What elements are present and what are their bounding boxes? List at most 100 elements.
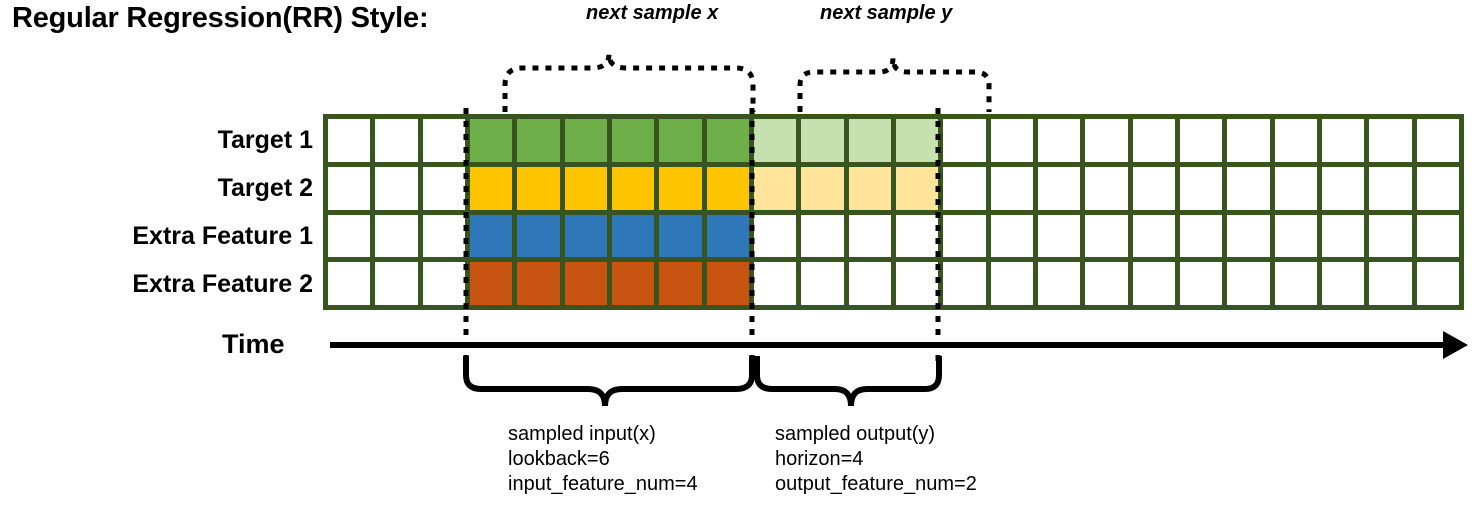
grid-cell-empty bbox=[1085, 214, 1128, 258]
grid-cell-output bbox=[896, 166, 939, 210]
grid-cell-empty bbox=[1322, 119, 1365, 162]
grid-cell-empty bbox=[943, 166, 986, 210]
grid-cell-empty bbox=[422, 166, 465, 210]
grid-cell-input bbox=[659, 166, 702, 210]
grid-cell-input bbox=[706, 119, 749, 162]
grid-cell-empty bbox=[1227, 166, 1270, 210]
grid-cell-empty bbox=[1132, 214, 1175, 258]
grid-cell-empty bbox=[1274, 262, 1317, 305]
time-axis-label: Time bbox=[222, 329, 285, 359]
grid-cell-output bbox=[848, 166, 891, 210]
grid-cell-empty bbox=[1038, 166, 1081, 210]
annotation-sampled-input: sampled input(x) lookback=6 input_featur… bbox=[508, 422, 698, 497]
grid-cell-empty bbox=[848, 214, 891, 258]
row-label-extra-feature-2: Extra Feature 2 bbox=[132, 270, 313, 298]
sampled-input-line-1: sampled input(x) bbox=[508, 423, 656, 445]
annotation-next-sample-x: next sample x bbox=[586, 2, 719, 24]
grid-cell-empty bbox=[943, 214, 986, 258]
grid-cell-empty bbox=[1322, 262, 1365, 305]
grid-cell-empty bbox=[1085, 166, 1128, 210]
grid-cell-empty bbox=[1227, 262, 1270, 305]
row-label-target-2: Target 2 bbox=[217, 174, 313, 202]
grid-cell-empty bbox=[754, 214, 797, 258]
grid-cell-empty bbox=[1227, 119, 1270, 162]
grid-cell-empty bbox=[375, 262, 418, 305]
grid-cell-input bbox=[564, 119, 607, 162]
grid-cell-empty bbox=[1416, 166, 1459, 210]
grid-cell-empty bbox=[1038, 214, 1081, 258]
grid-cell-output bbox=[754, 166, 797, 210]
grid-cell-empty bbox=[422, 214, 465, 258]
grid-cell-input bbox=[470, 262, 513, 305]
grid-cell-input bbox=[612, 166, 655, 210]
grid-cell-input bbox=[612, 119, 655, 162]
grid-cell-empty bbox=[754, 262, 797, 305]
grid-cell-empty bbox=[1416, 214, 1459, 258]
grid-cell-empty bbox=[375, 119, 418, 162]
grid-cell-input bbox=[517, 214, 560, 258]
grid-cell-input bbox=[517, 166, 560, 210]
grid-cell-empty bbox=[896, 262, 939, 305]
grid-cell-empty bbox=[328, 166, 371, 210]
grid-cell-empty bbox=[1274, 214, 1317, 258]
grid-cell-input bbox=[612, 262, 655, 305]
grid-cell-empty bbox=[1180, 119, 1223, 162]
grid-cell-empty bbox=[1274, 166, 1317, 210]
grid-cell-empty bbox=[990, 119, 1033, 162]
grid-cell-input bbox=[659, 214, 702, 258]
grid-cell-empty bbox=[1180, 166, 1223, 210]
sampled-input-line-2: lookback=6 bbox=[508, 448, 610, 470]
grid-cell-empty bbox=[801, 214, 844, 258]
brace-bottom-sampled-input bbox=[463, 356, 755, 407]
grid-cell-input bbox=[706, 214, 749, 258]
timeseries-grid bbox=[323, 114, 1464, 310]
grid-cell-empty bbox=[896, 214, 939, 258]
grid-cell-empty bbox=[1369, 262, 1412, 305]
grid-cell-empty bbox=[1038, 262, 1081, 305]
sampled-output-line-2: horizon=4 bbox=[775, 448, 864, 470]
grid-cell-empty bbox=[1322, 214, 1365, 258]
grid-cell-empty bbox=[848, 262, 891, 305]
grid-cell-input bbox=[517, 119, 560, 162]
grid-cell-empty bbox=[943, 119, 986, 162]
grid-cell-empty bbox=[1085, 262, 1128, 305]
grid-cell-empty bbox=[990, 214, 1033, 258]
grid-cell-output bbox=[896, 119, 939, 162]
grid-cell-input bbox=[564, 214, 607, 258]
sampled-output-line-1: sampled output(y) bbox=[775, 423, 936, 445]
grid-cell-empty bbox=[1369, 166, 1412, 210]
annotation-next-sample-y: next sample y bbox=[820, 2, 953, 24]
grid-cell-input bbox=[706, 262, 749, 305]
grid-cell-input bbox=[564, 262, 607, 305]
sampled-input-line-3: input_feature_num=4 bbox=[508, 473, 698, 495]
grid-cell-empty bbox=[1322, 166, 1365, 210]
grid-cell-input bbox=[517, 262, 560, 305]
grid-cell-empty bbox=[801, 262, 844, 305]
grid-cell-empty bbox=[1180, 262, 1223, 305]
time-arrow-icon bbox=[330, 331, 1468, 359]
grid-cell-empty bbox=[943, 262, 986, 305]
grid-cell-empty bbox=[1132, 119, 1175, 162]
grid-cell-input bbox=[470, 166, 513, 210]
row-label-target-1: Target 1 bbox=[217, 126, 313, 154]
grid-cell-input bbox=[659, 119, 702, 162]
grid-cell-empty bbox=[1038, 119, 1081, 162]
grid-cell-empty bbox=[1132, 166, 1175, 210]
grid-cell-input bbox=[564, 166, 607, 210]
sampled-output-line-3: output_feature_num=2 bbox=[775, 473, 977, 495]
grid-cell-output bbox=[848, 119, 891, 162]
grid-cell-empty bbox=[1274, 119, 1317, 162]
grid-cell-empty bbox=[1416, 119, 1459, 162]
grid-cell-empty bbox=[990, 262, 1033, 305]
grid-cell-input bbox=[470, 119, 513, 162]
grid-cell-empty bbox=[422, 262, 465, 305]
grid-cell-input bbox=[470, 214, 513, 258]
grid-cell-empty bbox=[1132, 262, 1175, 305]
grid-cell-input bbox=[612, 214, 655, 258]
row-label-extra-feature-1: Extra Feature 1 bbox=[132, 222, 313, 250]
grid-cell-empty bbox=[1369, 119, 1412, 162]
brace-bottom-sampled-output bbox=[754, 356, 942, 407]
grid-cell-empty bbox=[328, 214, 371, 258]
annotation-sampled-output: sampled output(y) horizon=4 output_featu… bbox=[775, 422, 977, 497]
